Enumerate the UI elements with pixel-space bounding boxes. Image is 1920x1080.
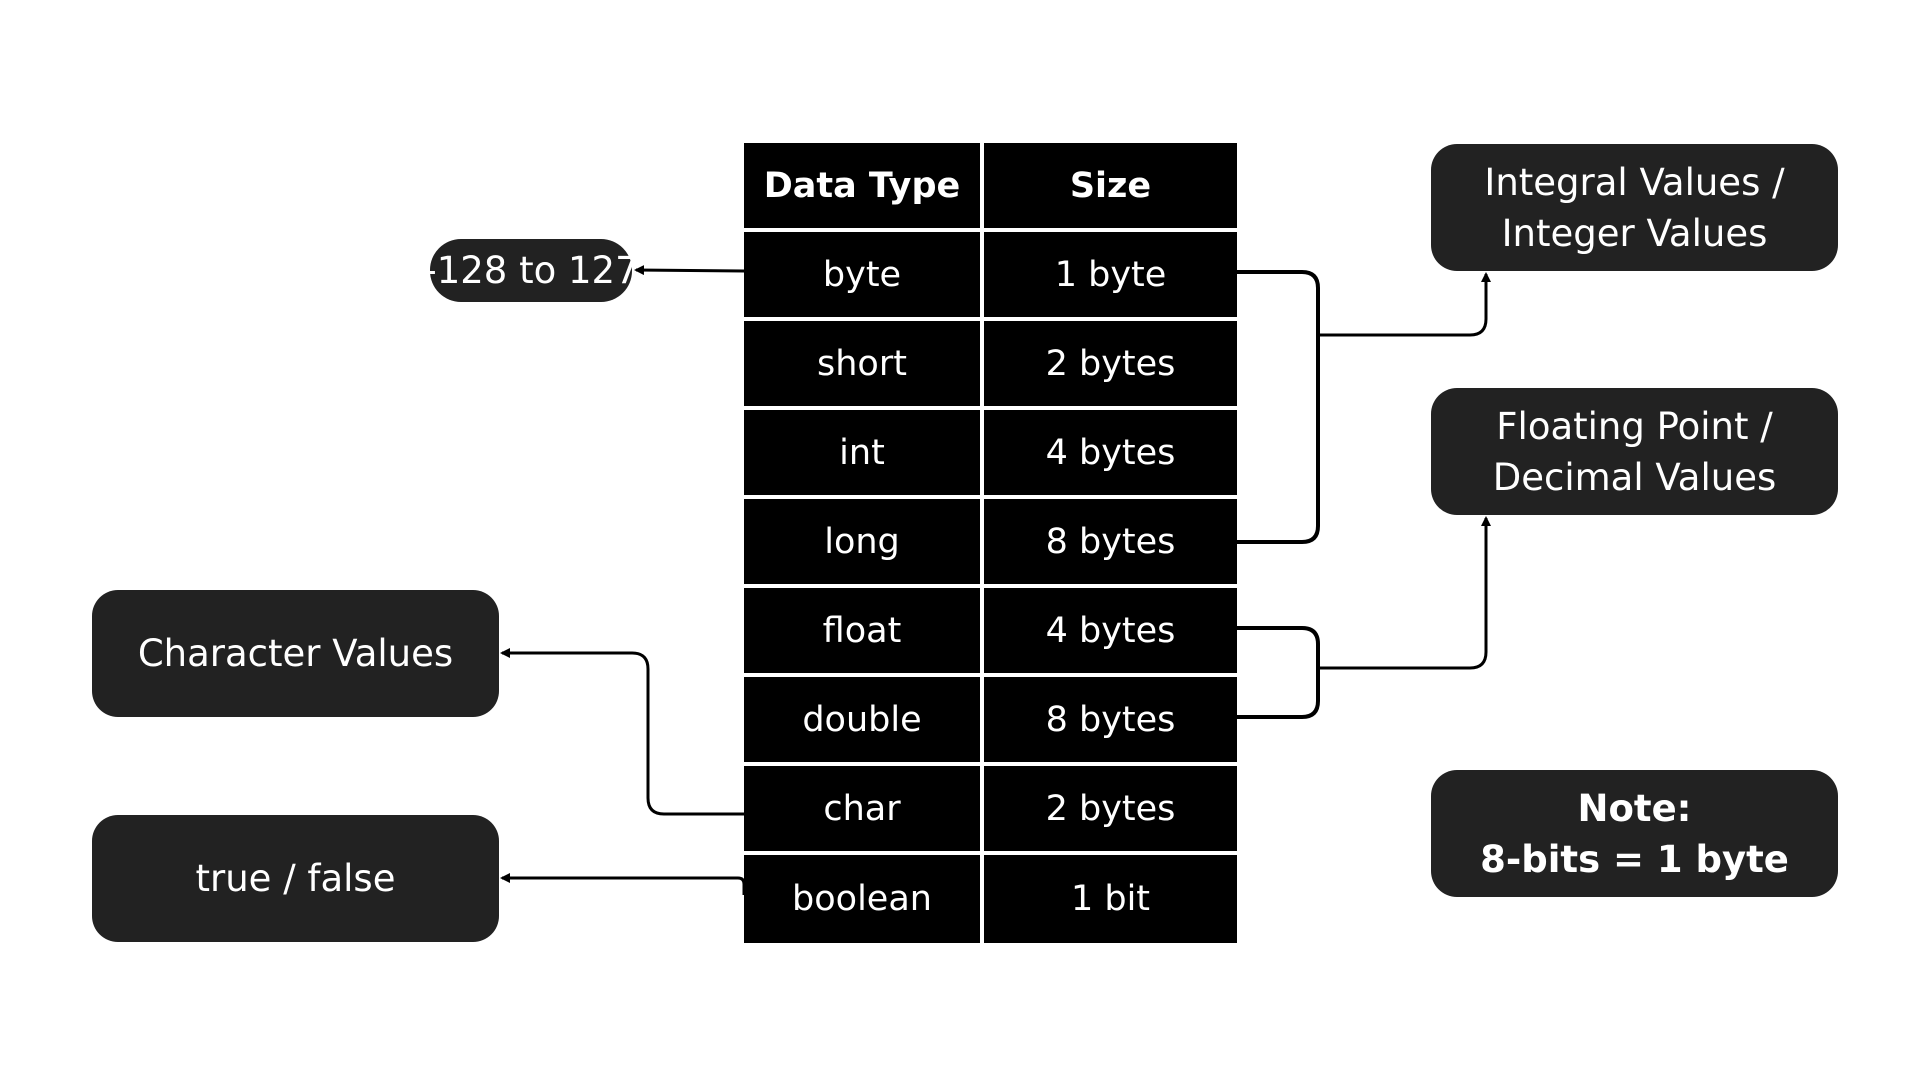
type-cell-double: double [744, 677, 980, 762]
size-cell-byte: 1 byte [984, 232, 1237, 317]
header-data-type: Data Type [744, 143, 980, 228]
size-cell-double: 8 bytes [984, 677, 1237, 762]
integral-values-box: Integral Values / Integer Values [1431, 144, 1838, 271]
size-cell-short: 2 bytes [984, 321, 1237, 406]
type-cell-int: int [744, 410, 980, 495]
note-text: 8-bits = 1 byte [1480, 837, 1789, 881]
type-cell-boolean: boolean [744, 855, 980, 943]
type-cell-long: long [744, 499, 980, 584]
floating-values-line-2: Decimal Values [1492, 455, 1777, 499]
byte-range-label: -128 to 127 [423, 239, 639, 302]
size-cell-char: 2 bytes [984, 766, 1237, 851]
char-arrow [500, 648, 744, 816]
floating-values-line-1: Floating Point / [1496, 404, 1773, 448]
floating-values-box: Floating Point / Decimal Values [1431, 388, 1838, 515]
floating-bracket [1237, 626, 1320, 719]
boolean-values-box: true / false [92, 815, 499, 942]
size-cell-float: 4 bytes [984, 588, 1237, 673]
floating-arrow [1318, 516, 1491, 670]
note-title: Note: [1577, 786, 1692, 830]
byte-range-arrow [634, 265, 745, 276]
type-cell-char: char [744, 766, 980, 851]
integral-bracket [1237, 270, 1320, 544]
type-cell-byte: byte [744, 232, 980, 317]
integral-arrow [1318, 272, 1491, 337]
integral-values-line-2: Integer Values [1501, 211, 1768, 255]
size-cell-long: 8 bytes [984, 499, 1237, 584]
data-type-table: Data Type Size byte 1 byte short 2 bytes… [744, 143, 1237, 943]
character-values-box: Character Values [92, 590, 499, 717]
size-cell-boolean: 1 bit [984, 855, 1237, 943]
boolean-arrow [500, 873, 746, 895]
type-cell-short: short [744, 321, 980, 406]
integral-values-line-1: Integral Values / [1484, 160, 1785, 204]
header-size: Size [984, 143, 1237, 228]
note-box: Note: 8-bits = 1 byte [1431, 770, 1838, 897]
type-cell-float: float [744, 588, 980, 673]
boolean-values-label: true / false [195, 857, 396, 900]
character-values-label: Character Values [137, 632, 454, 675]
size-cell-int: 4 bytes [984, 410, 1237, 495]
